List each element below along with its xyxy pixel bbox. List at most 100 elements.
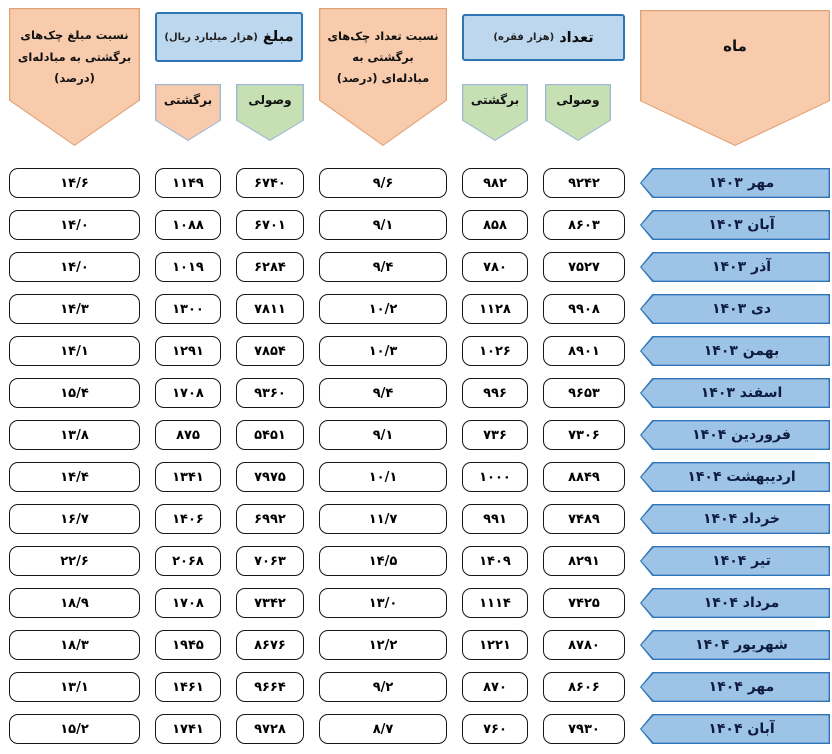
amount-ratio-cell: ۱۸/۹: [9, 588, 140, 618]
count-returned-cell: ۷۳۶: [462, 420, 528, 450]
month-label: مرداد ۱۴۰۴: [641, 589, 829, 617]
month-label: آبان ۱۴۰۳: [641, 211, 829, 239]
count-collected-cell: ۷۵۲۷: [543, 252, 625, 282]
amount-ratio-cell: ۱۴/۱: [9, 336, 140, 366]
month-arrow: شهریور ۱۴۰۴: [640, 630, 830, 660]
amount-collected-subheader: وصولی: [236, 84, 304, 141]
month-arrow: تیر ۱۴۰۴: [640, 546, 830, 576]
count-collected-cell: ۸۹۰۱: [543, 336, 625, 366]
amount-returned-cell: ۲۰۶۸: [155, 546, 221, 576]
month-label: فروردین ۱۴۰۴: [641, 421, 829, 449]
amount-returned-cell: ۱۴۰۶: [155, 504, 221, 534]
amount-ratio-cell: ۱۸/۳: [9, 630, 140, 660]
amount-returned-cell: ۱۷۰۸: [155, 588, 221, 618]
month-header-label: ماه: [641, 11, 829, 145]
amount-ratio-cell: ۱۴/۴: [9, 462, 140, 492]
amount-ratio-cell: ۱۶/۷: [9, 504, 140, 534]
amount-returned-cell: ۱۰۱۹: [155, 252, 221, 282]
month-arrow: آبان ۱۴۰۳: [640, 210, 830, 240]
count-ratio-cell: ۱۲/۲: [319, 630, 447, 660]
amount-returned-cell: ۱۳۴۱: [155, 462, 221, 492]
month-arrow: آذر ۱۴۰۳: [640, 252, 830, 282]
amount-ratio-cell: ۱۳/۱: [9, 672, 140, 702]
amount-collected-cell: ۵۴۵۱: [236, 420, 304, 450]
amount-collected-cell: ۹۶۶۴: [236, 672, 304, 702]
month-label: مهر ۱۴۰۴: [641, 673, 829, 701]
count-ratio-cell: ۹/۴: [319, 378, 447, 408]
count-collected-subheader: وصولی: [545, 84, 611, 141]
month-arrow: مرداد ۱۴۰۴: [640, 588, 830, 618]
month-label: تیر ۱۴۰۴: [641, 547, 829, 575]
count-group-header: تعداد (هزار فقره): [462, 14, 625, 61]
count-ratio-cell: ۸/۷: [319, 714, 447, 744]
amount-returned-cell: ۸۷۵: [155, 420, 221, 450]
amount-returned-cell: ۱۳۰۰: [155, 294, 221, 324]
count-returned-cell: ۱۱۱۴: [462, 588, 528, 618]
amount-ratio-cell: ۱۳/۸: [9, 420, 140, 450]
amount-ratio-cell: ۱۴/۶: [9, 168, 140, 198]
month-label: اردیبهشت ۱۴۰۴: [641, 463, 829, 491]
amount-ratio-cell: ۱۵/۴: [9, 378, 140, 408]
month-arrow: مهر ۱۴۰۴: [640, 672, 830, 702]
amount-collected-cell: ۷۸۱۱: [236, 294, 304, 324]
count-collected-cell: ۹۶۵۳: [543, 378, 625, 408]
amount-collected-cell: ۶۷۰۱: [236, 210, 304, 240]
count-collected-cell: ۸۶۰۶: [543, 672, 625, 702]
count-collected-cell: ۸۸۴۹: [543, 462, 625, 492]
count-ratio-cell: ۱۴/۵: [319, 546, 447, 576]
month-label: اسفند ۱۴۰۳: [641, 379, 829, 407]
count-returned-cell: ۹۹۶: [462, 378, 528, 408]
count-ratio-label: نسبت تعداد چک‌های برگشتی به مبادله‌ای (د…: [320, 9, 446, 145]
amount-group-header: مبلغ (هزار میلیارد ریال): [155, 12, 303, 62]
month-arrow: دی ۱۴۰۳: [640, 294, 830, 324]
count-collected-label: وصولی: [546, 85, 610, 140]
amount-collected-cell: ۷۰۶۳: [236, 546, 304, 576]
count-returned-label: برگشتی: [463, 85, 527, 140]
month-label: خرداد ۱۴۰۴: [641, 505, 829, 533]
count-ratio-cell: ۹/۱: [319, 210, 447, 240]
count-returned-cell: ۱۱۲۸: [462, 294, 528, 324]
count-returned-cell: ۹۸۲: [462, 168, 528, 198]
count-ratio-cell: ۱۰/۳: [319, 336, 447, 366]
month-column-header: ماه: [640, 10, 830, 146]
month-arrow: بهمن ۱۴۰۳: [640, 336, 830, 366]
month-label: بهمن ۱۴۰۳: [641, 337, 829, 365]
amount-title: مبلغ: [262, 29, 294, 45]
amount-ratio-cell: ۱۵/۲: [9, 714, 140, 744]
count-returned-cell: ۷۸۰: [462, 252, 528, 282]
count-ratio-cell: ۱۰/۱: [319, 462, 447, 492]
count-collected-cell: ۷۴۸۹: [543, 504, 625, 534]
count-returned-subheader: برگشتی: [462, 84, 528, 141]
count-returned-cell: ۸۷۰: [462, 672, 528, 702]
amount-returned-cell: ۱۹۴۵: [155, 630, 221, 660]
amount-collected-cell: ۷۹۷۵: [236, 462, 304, 492]
month-arrow: اردیبهشت ۱۴۰۴: [640, 462, 830, 492]
amount-ratio-label: نسبت مبلغ چک‌های برگشتی به مبادله‌ای (در…: [10, 9, 139, 145]
count-ratio-cell: ۱۱/۷: [319, 504, 447, 534]
amount-collected-cell: ۷۳۴۲: [236, 588, 304, 618]
month-label: مهر ۱۴۰۳: [641, 169, 829, 197]
count-returned-cell: ۱۰۰۰: [462, 462, 528, 492]
amount-returned-cell: ۱۲۹۱: [155, 336, 221, 366]
amount-collected-cell: ۶۷۴۰: [236, 168, 304, 198]
count-ratio-cell: ۹/۶: [319, 168, 447, 198]
amount-collected-cell: ۶۹۹۲: [236, 504, 304, 534]
amount-returned-cell: ۱۷۰۸: [155, 378, 221, 408]
count-collected-cell: ۹۹۰۸: [543, 294, 625, 324]
count-ratio-cell: ۹/۲: [319, 672, 447, 702]
amount-collected-cell: ۶۲۸۴: [236, 252, 304, 282]
month-arrow: اسفند ۱۴۰۳: [640, 378, 830, 408]
count-returned-cell: ۷۶۰: [462, 714, 528, 744]
count-returned-cell: ۸۵۸: [462, 210, 528, 240]
count-ratio-cell: ۹/۴: [319, 252, 447, 282]
count-unit-label: (هزار فقره): [493, 32, 555, 43]
month-arrow: فروردین ۱۴۰۴: [640, 420, 830, 450]
count-ratio-column-header: نسبت تعداد چک‌های برگشتی به مبادله‌ای (د…: [319, 8, 447, 146]
count-collected-cell: ۸۶۰۳: [543, 210, 625, 240]
month-label: دی ۱۴۰۳: [641, 295, 829, 323]
amount-collected-cell: ۹۷۲۸: [236, 714, 304, 744]
amount-ratio-column-header: نسبت مبلغ چک‌های برگشتی به مبادله‌ای (در…: [9, 8, 140, 146]
amount-collected-cell: ۸۶۷۶: [236, 630, 304, 660]
amount-ratio-cell: ۲۲/۶: [9, 546, 140, 576]
count-collected-cell: ۹۲۴۲: [543, 168, 625, 198]
